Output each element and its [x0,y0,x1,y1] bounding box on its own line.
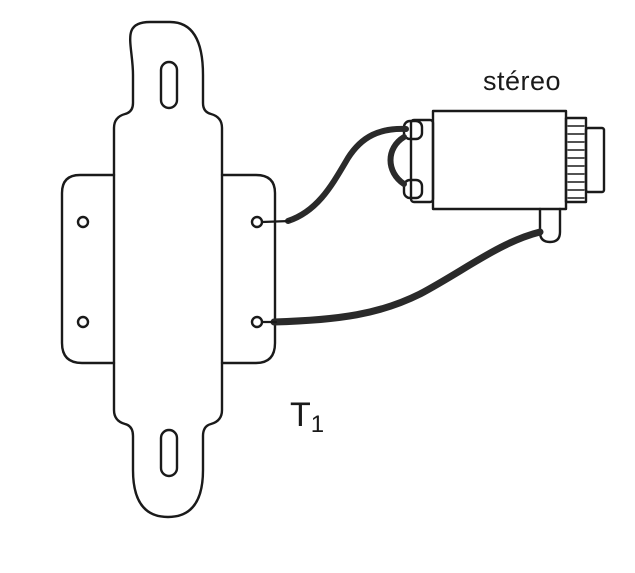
jack-cap [409,118,435,204]
jack-body [431,109,568,211]
terminal-right-lower [250,315,264,329]
lead-upper [260,219,292,224]
wire-jack-bridge [387,134,407,187]
transformer-body-outline [60,20,277,519]
mounting-slot-top [159,60,179,110]
jack-thread-lines [567,125,585,199]
terminal-right-upper [250,215,264,229]
transformer-label-subscript: 1 [310,411,325,438]
transformer-label-main: T [290,396,311,434]
jack-front-nut [584,126,606,194]
wire-lower [270,228,544,326]
transformer-label: T1 [290,396,325,438]
stereo-jack-label: stéreo [483,66,562,96]
wire-upper [285,125,409,224]
mounting-slot-bottom [159,428,179,478]
hole-left-lower [76,315,90,329]
hole-left-upper [76,215,90,229]
jack-lug-bottom [538,207,562,244]
jack-lug-lower [402,178,424,200]
